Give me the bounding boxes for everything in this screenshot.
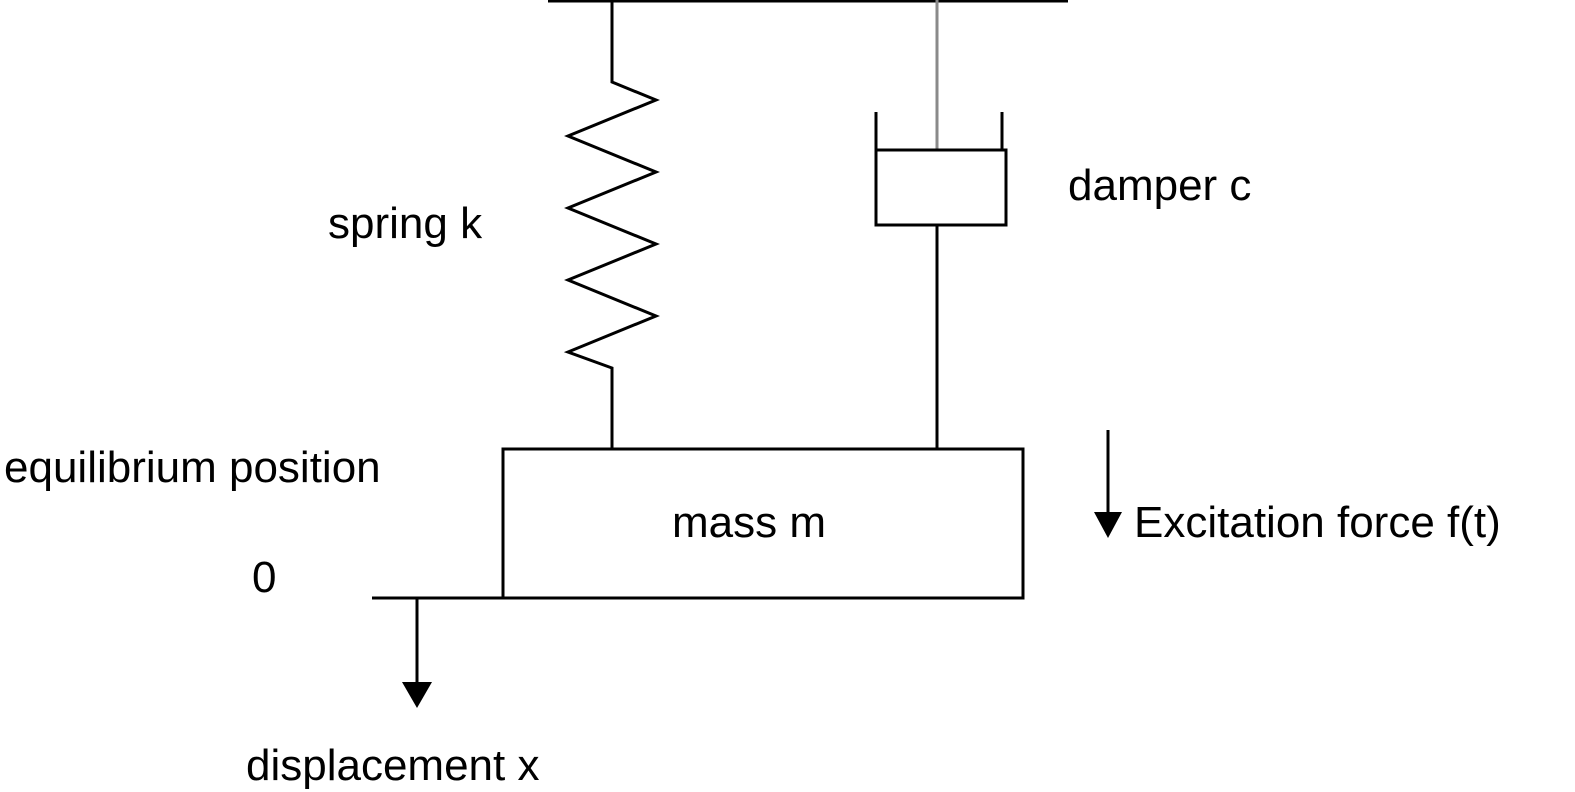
mass-block	[501, 447, 1025, 600]
damper-cylinder-walls	[874, 112, 1004, 152]
force-label: Excitation force f(t)	[1134, 498, 1501, 547]
mass-label: mass m	[672, 498, 826, 547]
spring-label: spring k	[328, 199, 483, 248]
zero-label: 0	[252, 553, 276, 602]
displacement-label: displacement x	[246, 741, 539, 790]
equilibrium-label: equilibrium position	[4, 443, 381, 492]
damper	[874, 0, 1008, 449]
arrow-down-icon	[402, 598, 432, 708]
damper-label: damper c	[1068, 161, 1251, 210]
spring	[563, 0, 660, 449]
damper-piston	[874, 148, 1008, 227]
arrow-down-icon	[1094, 430, 1122, 538]
